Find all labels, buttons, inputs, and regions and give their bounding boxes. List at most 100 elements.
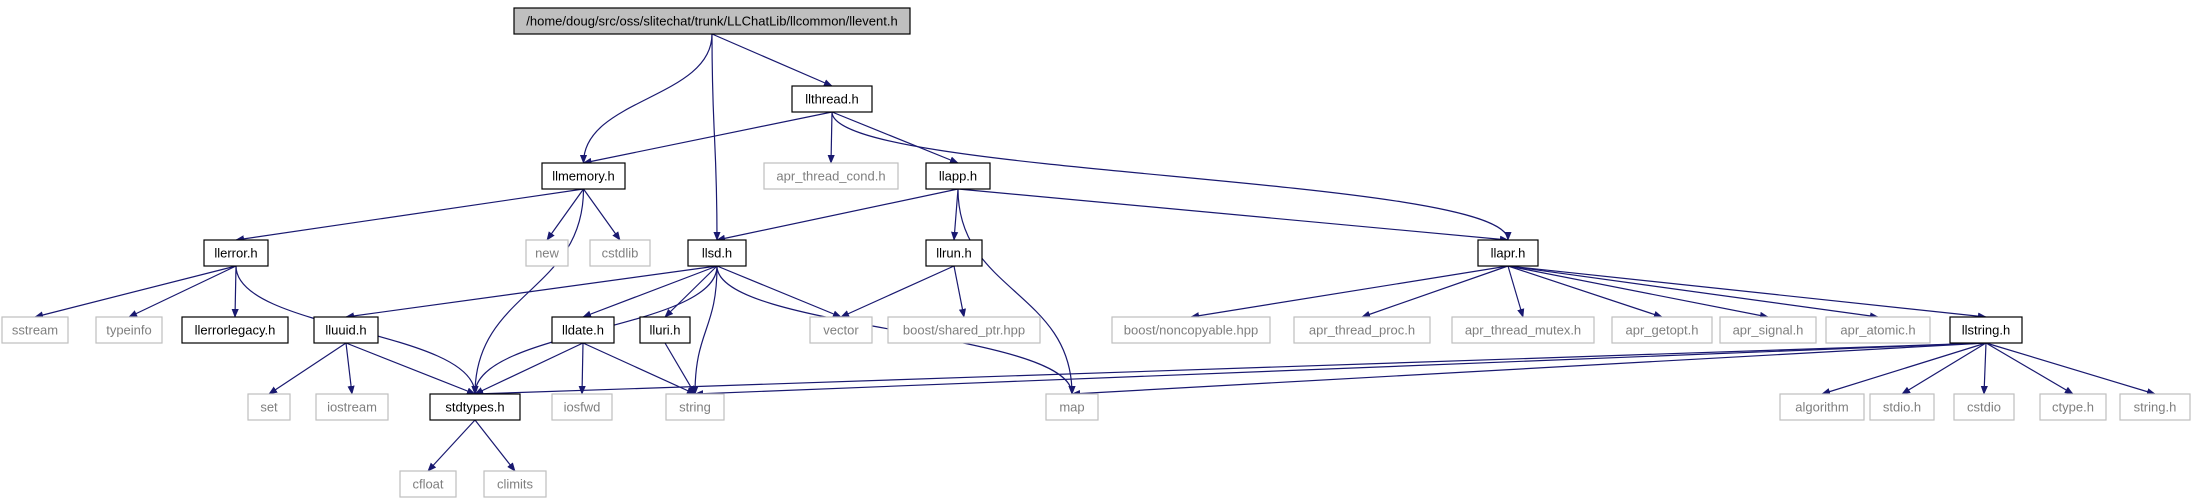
node-label: typeinfo xyxy=(106,323,152,338)
node-string-h: string.h xyxy=(2119,393,2191,421)
edge-llapp-to-map xyxy=(957,188,1076,395)
node-llsd[interactable]: llsd.h xyxy=(687,239,747,267)
node-box xyxy=(1825,316,1931,344)
node-label: stdio.h xyxy=(1883,400,1921,415)
node-llstring[interactable]: llstring.h xyxy=(1949,316,2023,344)
node-apr-thread-mutex: apr_thread_mutex.h xyxy=(1451,316,1595,344)
node-lluuid[interactable]: lluuid.h xyxy=(313,316,379,344)
edge-stdtypes-to-cfloat xyxy=(427,419,476,472)
node-label: llapp.h xyxy=(939,169,977,184)
edge-llmemory-to-llerror xyxy=(235,188,584,243)
node-label: cfloat xyxy=(412,477,443,492)
node-llthread[interactable]: llthread.h xyxy=(791,85,873,113)
node-label: new xyxy=(535,246,559,261)
node-box xyxy=(429,393,521,421)
edge-llstring-to-string xyxy=(694,342,1987,398)
edge-llapp-to-llrun xyxy=(951,188,959,241)
node-box xyxy=(313,316,379,344)
edge-llthread-to-apr_thread_cond xyxy=(827,111,835,164)
node-label: ctype.h xyxy=(2052,400,2094,415)
node-label: vector xyxy=(823,323,859,338)
node-box xyxy=(1949,316,2023,344)
node-label: llerrorlegacy.h xyxy=(195,323,276,338)
edge-llerror-to-typeinfo xyxy=(128,265,237,318)
node-box xyxy=(1111,316,1271,344)
node-label: apr_getopt.h xyxy=(1625,323,1698,338)
node-label: lluri.h xyxy=(649,323,680,338)
edge-root-to-llsd xyxy=(711,33,721,241)
node-algorithm: algorithm xyxy=(1779,393,1865,421)
edge-llthread-to-llapr xyxy=(831,111,1512,241)
node-ctype-h: ctype.h xyxy=(2039,393,2107,421)
node-label: string xyxy=(679,400,711,415)
node-cstdlib: cstdlib xyxy=(589,239,651,267)
node-box xyxy=(551,316,615,344)
node-box xyxy=(399,470,457,498)
node-box xyxy=(639,316,691,344)
node-set: set xyxy=(247,393,291,421)
edge-llapr-to-boost_noncopyable xyxy=(1190,265,1509,320)
node-stdio-h: stdio.h xyxy=(1869,393,1935,421)
node-lluri[interactable]: lluri.h xyxy=(639,316,691,344)
node-new: new xyxy=(525,239,569,267)
edge-llsd-to-vector xyxy=(716,265,842,318)
node-box xyxy=(1953,393,2015,421)
node-box xyxy=(763,162,899,190)
node-box xyxy=(541,162,626,190)
node-box xyxy=(1451,316,1595,344)
edge-lluri-to-string xyxy=(664,342,696,395)
edge-lluuid-to-stdtypes xyxy=(345,342,476,395)
node-boost-noncopyable: boost/noncopyable.hpp xyxy=(1111,316,1271,344)
edge-layer xyxy=(34,33,2156,472)
node-box xyxy=(1293,316,1431,344)
node-label: apr_thread_mutex.h xyxy=(1465,323,1581,338)
edge-llsd-to-string xyxy=(691,265,718,395)
edge-llerror-to-llerrorlegacy xyxy=(231,265,239,318)
node-box xyxy=(809,316,873,344)
node-iostream: iostream xyxy=(315,393,389,421)
node-lldate[interactable]: lldate.h xyxy=(551,316,615,344)
node-cstdio: cstdio xyxy=(1953,393,2015,421)
node-label: llsd.h xyxy=(702,246,732,261)
node-llrun[interactable]: llrun.h xyxy=(925,239,983,267)
edge-lluuid-to-iostream xyxy=(345,342,355,395)
node-root[interactable]: /home/doug/src/oss/slitechat/trunk/LLCha… xyxy=(513,7,911,35)
node-box xyxy=(1869,393,1935,421)
node-apr-thread-cond: apr_thread_cond.h xyxy=(763,162,899,190)
edge-llstring-to-string_h xyxy=(1985,342,2156,396)
node-box xyxy=(181,316,289,344)
node-label: llrun.h xyxy=(936,246,971,261)
node-label: apr_thread_proc.h xyxy=(1309,323,1415,338)
node-apr-getopt: apr_getopt.h xyxy=(1611,316,1713,344)
node-box xyxy=(925,162,991,190)
node-box xyxy=(665,393,725,421)
node-label: lldate.h xyxy=(562,323,604,338)
node-box xyxy=(247,393,291,421)
edge-llstring-to-stdio_h xyxy=(1901,342,1987,395)
node-label: set xyxy=(260,400,278,415)
node-label: iosfwd xyxy=(564,400,601,415)
node-box xyxy=(1611,316,1713,344)
node-stdtypes[interactable]: stdtypes.h xyxy=(429,393,521,421)
node-llerrorlegacy[interactable]: llerrorlegacy.h xyxy=(181,316,289,344)
node-string: string xyxy=(665,393,725,421)
node-label: string.h xyxy=(2134,400,2177,415)
edge-lldate-to-string xyxy=(582,342,696,395)
edge-llsd-to-lluuid xyxy=(345,265,718,320)
node-box xyxy=(925,239,983,267)
edge-llapp-to-llsd xyxy=(716,188,959,242)
node-box xyxy=(2039,393,2107,421)
node-box xyxy=(551,393,613,421)
node-box xyxy=(887,316,1041,344)
node-llerror[interactable]: llerror.h xyxy=(203,239,269,267)
node-box xyxy=(1779,393,1865,421)
node-label: apr_signal.h xyxy=(1733,323,1804,338)
node-llapr[interactable]: llapr.h xyxy=(1477,239,1539,267)
edge-llstring-to-cstdio xyxy=(1980,342,1988,395)
node-llmemory[interactable]: llmemory.h xyxy=(541,162,626,190)
edge-llthread-to-llapp xyxy=(831,111,959,164)
node-llapp[interactable]: llapp.h xyxy=(925,162,991,190)
node-label: iostream xyxy=(327,400,377,415)
edge-lluuid-to-set xyxy=(268,342,347,395)
